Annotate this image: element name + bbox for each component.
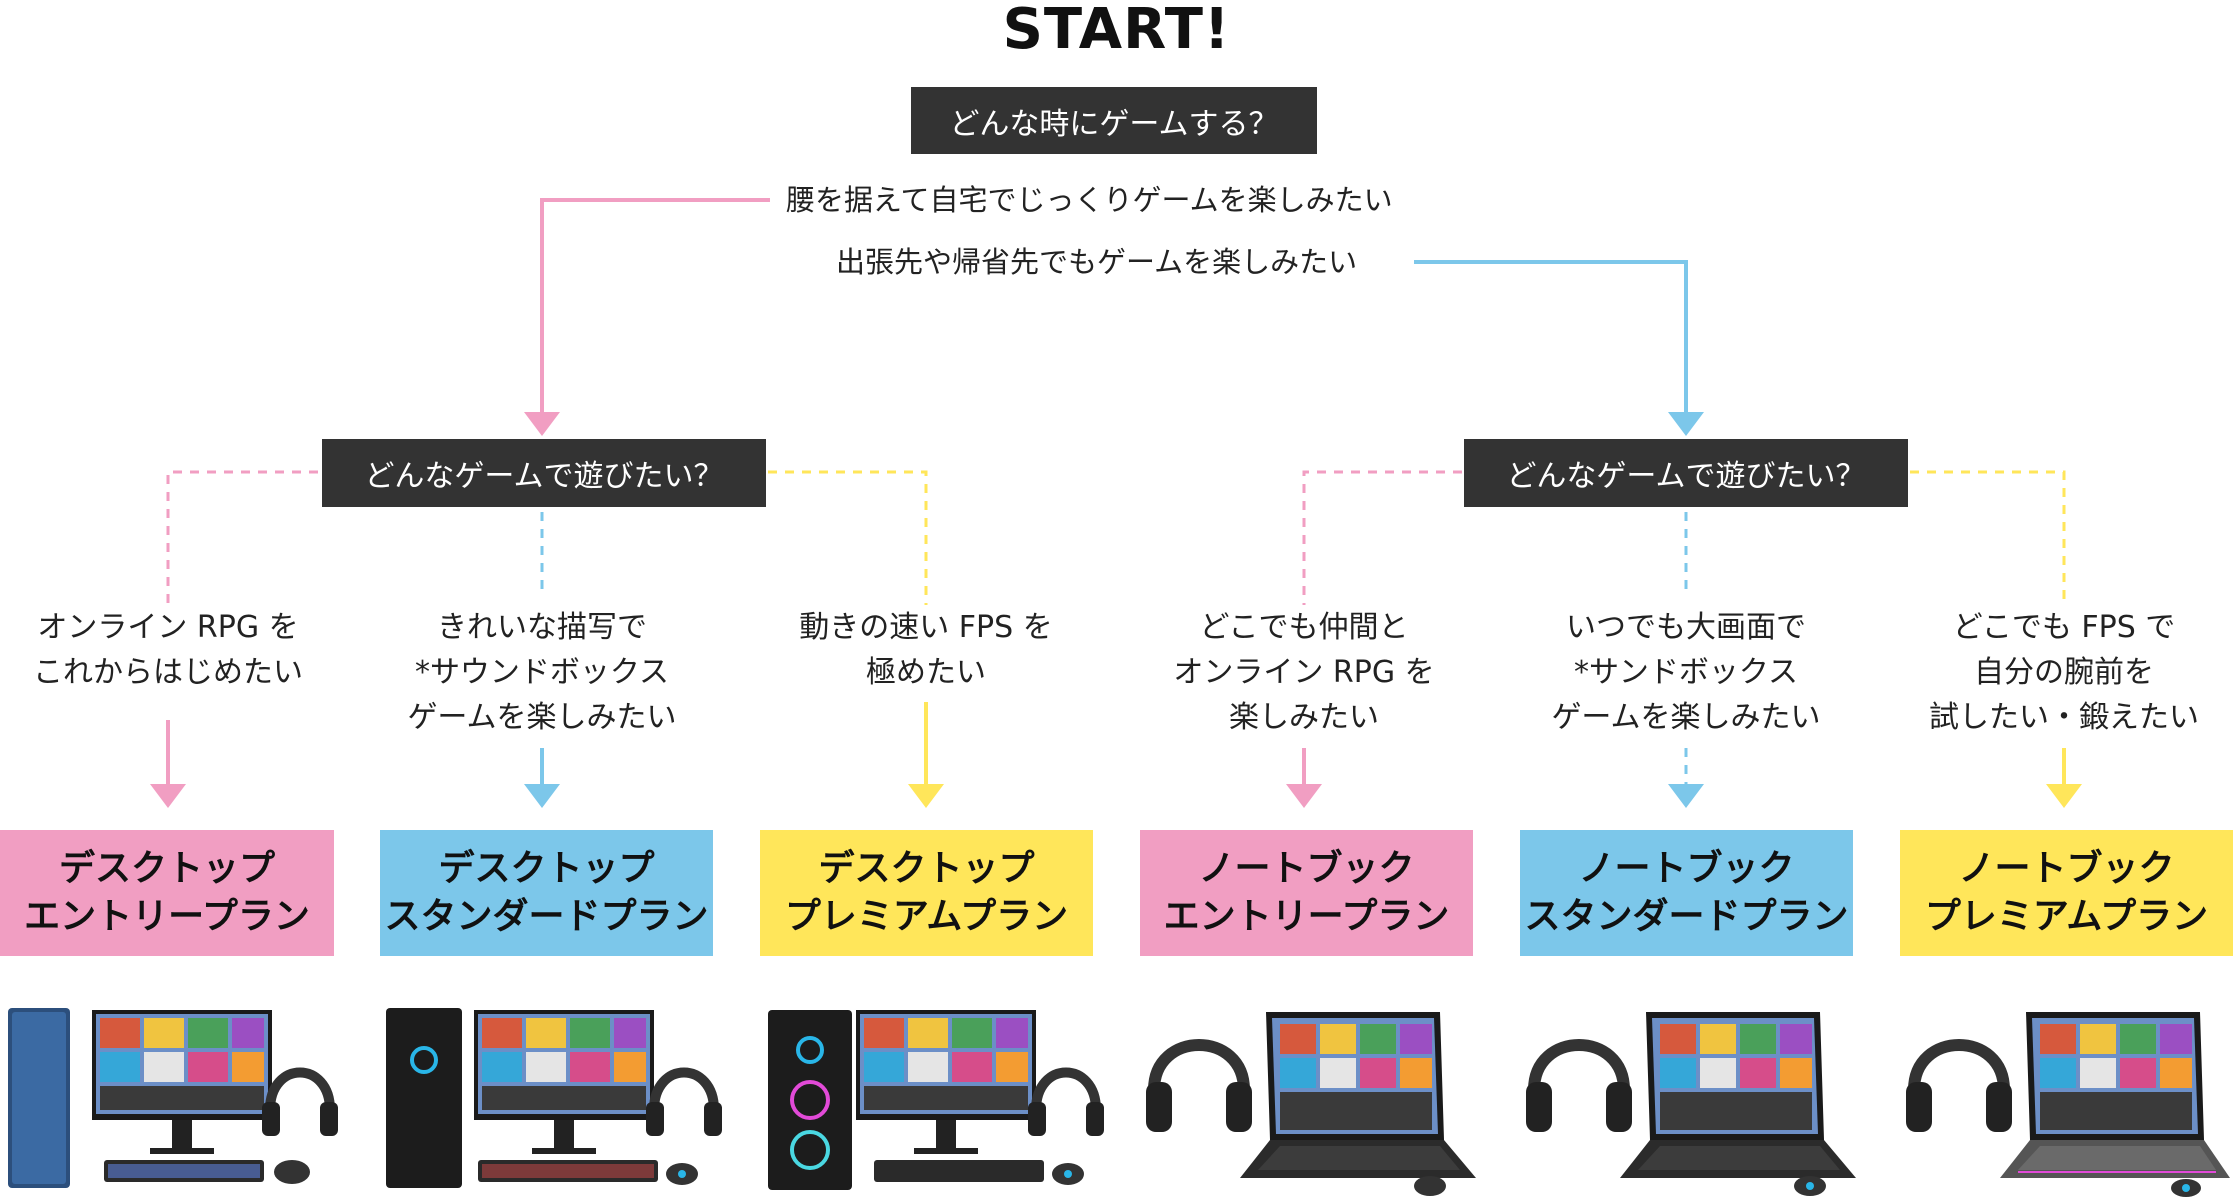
plan-notebook-premium[interactable]: ノートブック プレミアムプラン xyxy=(1900,830,2233,956)
laptop-product-image xyxy=(1526,1012,1856,1196)
plan-line1: デスクトップ xyxy=(438,848,655,889)
question-top: どんな時にゲームする？ xyxy=(911,87,1317,154)
plan-line2: エントリープラン xyxy=(1163,896,1450,937)
plan-line1: デスクトップ xyxy=(58,848,275,889)
plan-desktop-standard[interactable]: デスクトップ スタンダードプラン xyxy=(380,830,713,956)
condition-desk-entry: オンライン RPG を これからはじめたい xyxy=(0,605,336,695)
question-right: どんなゲームで遊びたい？ xyxy=(1464,439,1908,507)
plan-desktop-entry[interactable]: デスクトップ エントリープラン xyxy=(0,830,334,956)
plan-notebook-standard[interactable]: ノートブック スタンダードプラン xyxy=(1520,830,1853,956)
arrow-desk-standard xyxy=(524,784,560,808)
answer-mobile: 出張先や帰省先でもゲームを楽しみたい xyxy=(832,242,1362,282)
condition-note-standard: いつでも大画面で *サンドボックス ゲームを楽しみたい xyxy=(1528,605,1844,740)
connector-home xyxy=(540,198,770,415)
arrow-note-entry xyxy=(1286,784,1322,808)
condition-note-entry: どこでも仲間と オンライン RPG を 楽しみたい xyxy=(1146,605,1462,740)
connector-desk-entry xyxy=(166,470,318,610)
arrow-note-standard xyxy=(1668,784,1704,808)
plan-notebook-entry[interactable]: ノートブック エントリープラン xyxy=(1140,830,1473,956)
plan-desktop-premium[interactable]: デスクトップ プレミアムプラン xyxy=(760,830,1093,956)
plan-line1: デスクトップ xyxy=(818,848,1035,889)
condition-desk-premium: 動きの速い FPS を 極めたい xyxy=(768,605,1084,695)
plan-line1: ノートブック xyxy=(1958,848,2175,889)
condition-desk-standard: きれいな描写で *サウンドボックス ゲームを楽しみたい xyxy=(384,605,700,740)
plan-line2: プレミアムプラン xyxy=(1924,896,2209,937)
connector-note-entry xyxy=(1302,470,1462,610)
question-left: どんなゲームで遊びたい？ xyxy=(322,439,766,507)
connector-mobile xyxy=(1414,260,1688,415)
plan-line2: スタンダードプラン xyxy=(384,896,709,937)
arrow-note-premium xyxy=(2046,784,2082,808)
desktop-product-image xyxy=(8,1008,338,1188)
connector-desk-premium xyxy=(768,470,928,610)
desktop-product-image xyxy=(386,1008,722,1188)
desktop-product-image xyxy=(768,1010,1104,1190)
condition-note-premium: どこでも FPS で 自分の腕前を 試したい・鍛えたい xyxy=(1900,605,2228,740)
plan-line2: スタンダードプラン xyxy=(1524,896,1849,937)
plan-line1: ノートブック xyxy=(1578,848,1795,889)
plan-line2: プレミアムプラン xyxy=(784,896,1069,937)
page-title: START! xyxy=(1002,0,1231,62)
connector-note-premium xyxy=(1910,470,2066,610)
plan-line2: エントリープラン xyxy=(24,896,310,937)
arrow-desk-premium xyxy=(908,784,944,808)
plan-line1: ノートブック xyxy=(1198,848,1415,889)
laptop-product-image xyxy=(1146,1012,1476,1196)
arrow-desk-entry xyxy=(150,784,186,808)
arrow-home xyxy=(524,412,560,436)
answer-home: 腰を据えて自宅でじっくりゲームを楽しみたい xyxy=(782,180,1397,220)
laptop-product-image xyxy=(1906,1012,2230,1197)
arrow-mobile xyxy=(1668,412,1704,436)
